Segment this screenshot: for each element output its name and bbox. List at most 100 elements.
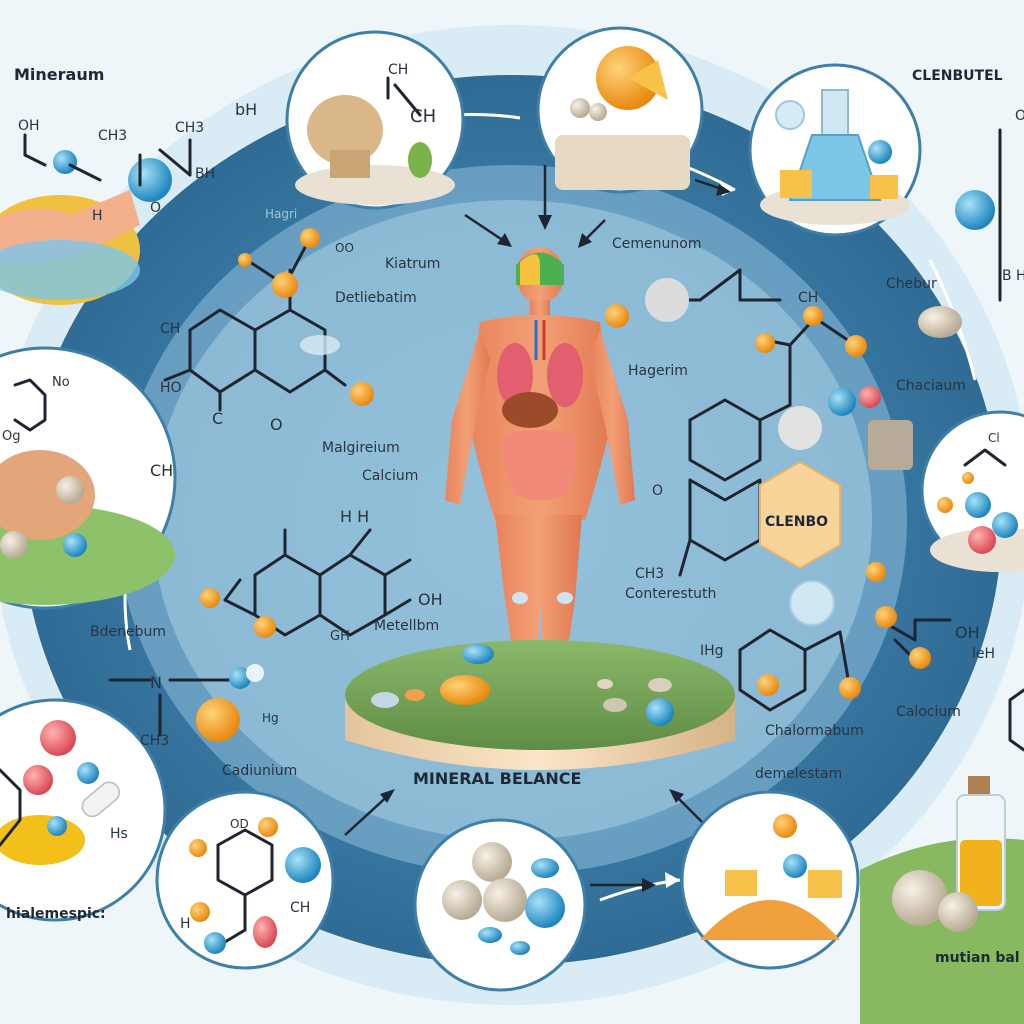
chem-text-oo: OO bbox=[335, 241, 354, 255]
molecule-left-upper bbox=[163, 236, 347, 412]
chem-text-oh-a: OH bbox=[18, 118, 40, 134]
label-chebur: Chebur bbox=[886, 276, 937, 292]
atom-orange-3 bbox=[238, 253, 252, 267]
arrow-head-d bbox=[380, 789, 395, 803]
pills-scene bbox=[0, 720, 120, 865]
label-demelestam: demelestam bbox=[755, 766, 842, 782]
atom-orange-5 bbox=[200, 588, 220, 608]
atom-white-cloud-r2 bbox=[778, 406, 822, 450]
label-magirium: Malgireium bbox=[322, 440, 400, 456]
label-metellbm: Metellbm bbox=[374, 618, 439, 634]
label-detlebatim: Detliebatim bbox=[335, 290, 417, 306]
pebble-right bbox=[918, 306, 962, 338]
arrow-head-g bbox=[716, 184, 731, 196]
label-bottom-left: hialemespic: bbox=[6, 906, 106, 922]
chem-text-og: Og bbox=[2, 429, 20, 444]
atom-orange-r9 bbox=[866, 562, 886, 582]
molecule-right-upper bbox=[648, 268, 857, 577]
oil-bottle-scene bbox=[860, 776, 1024, 1024]
atom-blue-r1 bbox=[828, 388, 856, 416]
chem-text-o-mark: O bbox=[270, 415, 283, 434]
chem-text-oh-right: OH bbox=[955, 623, 980, 642]
label-bdenebum: Bdenebum bbox=[90, 624, 166, 640]
chem-text-od: O bbox=[652, 483, 663, 499]
label-faded-hagri: Hagri bbox=[265, 207, 297, 221]
label-top-left: Mineraum bbox=[14, 65, 104, 84]
scene-bodybuilder bbox=[0, 150, 172, 305]
atom-orange-r8 bbox=[909, 647, 931, 669]
label-calocium: Calocium bbox=[896, 704, 961, 720]
chem-text-ch-b2: CH bbox=[290, 900, 310, 916]
mineral-platform bbox=[345, 640, 735, 770]
atom-blue-topright bbox=[955, 190, 995, 230]
coin-stack bbox=[868, 420, 913, 470]
chem-text-ihg: IHg bbox=[700, 643, 724, 659]
atom-orange-6 bbox=[254, 616, 276, 638]
atom-orange-big-left bbox=[196, 698, 240, 742]
skull-scene bbox=[295, 76, 455, 205]
chem-text-ho-left: HO bbox=[160, 380, 182, 396]
label-bottom-right: mutian bal bbox=[935, 950, 1020, 966]
atom-pink-r1 bbox=[859, 386, 881, 408]
atom-white-left bbox=[246, 664, 264, 682]
chem-text-o-a: O bbox=[150, 200, 161, 216]
label-conterestuth: Conterestuth bbox=[625, 586, 716, 602]
atom-orange-r2 bbox=[755, 333, 775, 353]
chem-text-ch-skull: CH bbox=[410, 106, 436, 127]
label-chalormabum: Chalormabum bbox=[765, 723, 864, 739]
chem-text-ch-top: CH bbox=[388, 62, 408, 78]
chem-text-ch3-right: CH3 bbox=[635, 566, 664, 582]
atom-blue-left bbox=[229, 667, 251, 689]
label-hagerim: Hagerim bbox=[628, 363, 688, 379]
chem-text-ch-left: CH bbox=[160, 321, 180, 337]
flask-scene bbox=[760, 89, 910, 225]
chem-text-leh: leH bbox=[972, 646, 995, 662]
atom-glass-r bbox=[789, 580, 835, 626]
arrow-head-b bbox=[538, 215, 552, 230]
chem-text-ch3-left: CH3 bbox=[140, 733, 169, 749]
chem-text-oh-mid: OH bbox=[418, 590, 443, 609]
chem-text-ch-right: CH bbox=[798, 290, 818, 306]
atom-orange-r3 bbox=[803, 306, 823, 326]
chem-text-gh: GH bbox=[330, 629, 350, 644]
chem-text-hh: H H bbox=[340, 507, 369, 526]
atom-orange-r5 bbox=[757, 674, 779, 696]
arrow-head-c bbox=[578, 233, 592, 248]
chem-text-hs: Hs bbox=[110, 826, 128, 842]
label-cemenunom: Cemenunom bbox=[612, 236, 701, 252]
chem-text-n: N bbox=[150, 673, 162, 692]
right-scene bbox=[930, 448, 1024, 572]
atom-orange-r7 bbox=[875, 606, 897, 628]
atom-orange-1 bbox=[272, 272, 298, 298]
arrow-head-a bbox=[497, 233, 512, 247]
top-left-chem bbox=[23, 133, 192, 187]
chem-text-b-h: B H bbox=[1002, 268, 1024, 284]
chem-text-h-b2: H bbox=[180, 916, 191, 932]
atom-orange-r1 bbox=[605, 304, 629, 328]
stones-scene bbox=[442, 842, 565, 955]
atom-orange-r6 bbox=[839, 677, 861, 699]
arrow-head-e bbox=[669, 789, 684, 803]
chem-text-cl2: Cl bbox=[988, 431, 1000, 445]
label-calcium-mid: Calcium bbox=[362, 468, 418, 484]
chem-text-ch3-b: CH3 bbox=[175, 120, 204, 136]
chem-text-od-bh: OD bbox=[1015, 108, 1024, 124]
molecule-circle-scene bbox=[189, 817, 321, 954]
label-cadiunium: Cadiunium bbox=[222, 763, 297, 779]
atom-orange-4 bbox=[350, 382, 374, 406]
chem-text-hg-small: Hg bbox=[262, 711, 279, 725]
atom-orange-r4 bbox=[845, 335, 867, 357]
chem-text-h-a: H bbox=[92, 208, 103, 224]
label-chaciaum: Chaciaum bbox=[896, 378, 966, 394]
chem-text-c-mark: C bbox=[212, 409, 223, 428]
arrow-head-f bbox=[642, 878, 656, 892]
chem-text-ho-small: OD bbox=[230, 817, 249, 831]
label-platform: MINERAL BELANCE bbox=[413, 769, 581, 788]
powder-scene bbox=[700, 814, 842, 940]
ring-arrow-head-2 bbox=[665, 872, 680, 888]
chem-text-ch3-a: CH3 bbox=[98, 128, 127, 144]
atom-orange-2 bbox=[300, 228, 320, 248]
atom-white-cloud-r bbox=[645, 278, 689, 322]
